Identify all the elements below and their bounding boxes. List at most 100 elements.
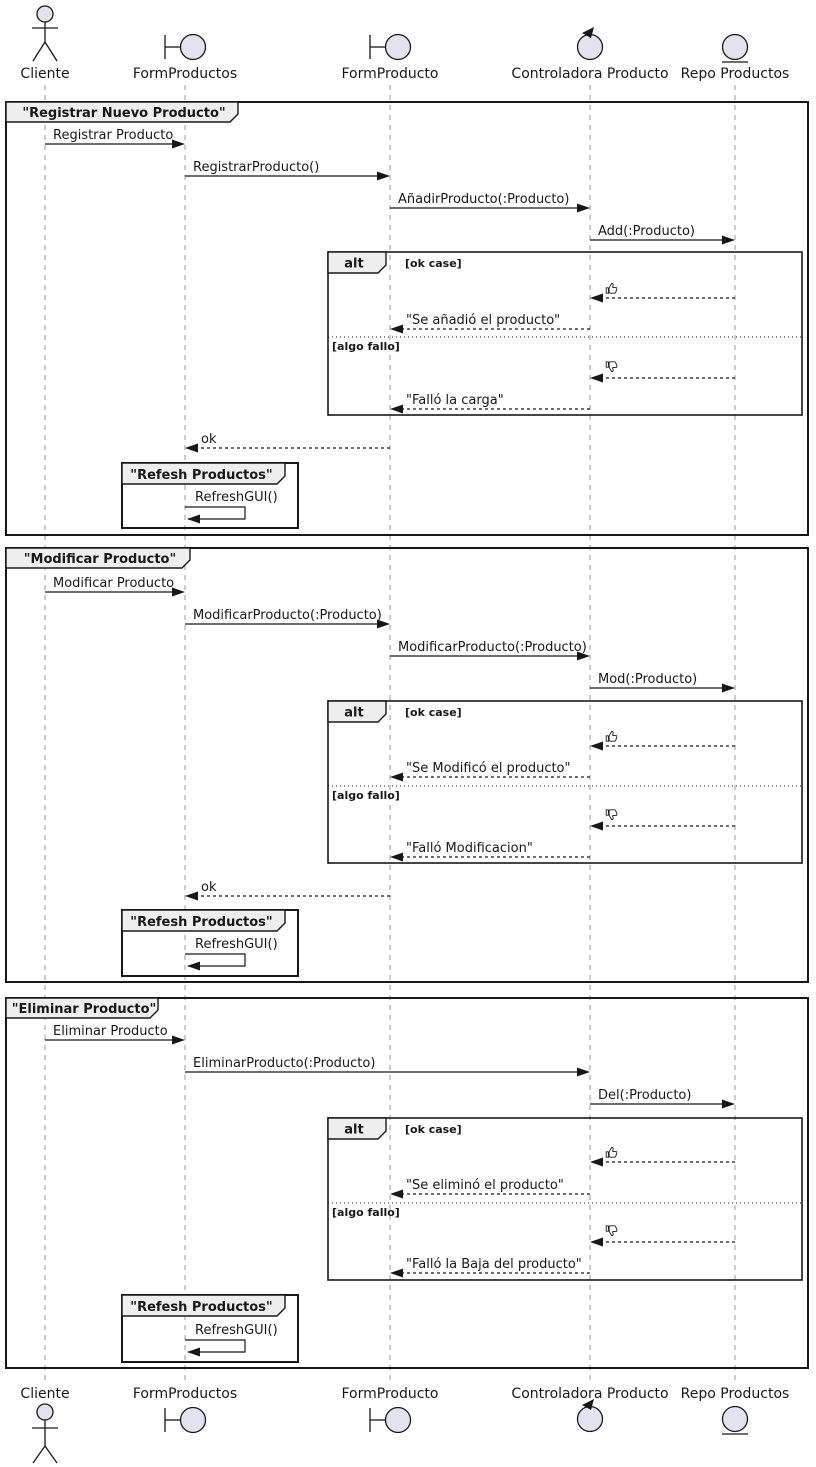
arrowhead-icon (390, 1268, 403, 1278)
thumbs-up-icon (605, 730, 618, 742)
group-frame-title: "Refesh Productos" (130, 915, 272, 930)
arrowhead-icon (172, 587, 185, 597)
arrowhead-icon (377, 619, 390, 629)
message: "Falló la carga" (390, 393, 590, 414)
message-label: "Se Modificó el producto" (406, 761, 571, 776)
arrowhead-icon (577, 651, 590, 661)
arrowhead-icon (390, 324, 403, 334)
thumbs-up-icon (605, 1146, 618, 1158)
message-label: ModificarProducto(:Producto) (398, 640, 587, 655)
message: Mod(:Producto) (590, 672, 735, 693)
group-frame-title: "Refesh Productos" (130, 1300, 272, 1315)
message: Del(:Producto) (590, 1088, 735, 1109)
message-label: AñadirProducto(:Producto) (398, 192, 569, 207)
thumbs-down-icon (605, 361, 618, 373)
participant-label: FormProductos (133, 66, 237, 82)
thumbs-up-icon (605, 282, 618, 294)
message: "Se Modificó el producto" (390, 761, 590, 782)
sequence-group-title: "Registrar Nuevo Producto" (22, 106, 225, 121)
alt-frame-border (327, 700, 803, 864)
message-label: ModificarProducto(:Producto) (193, 608, 382, 623)
sequence-group-title: "Eliminar Producto" (12, 1002, 157, 1017)
self-message: RefreshGUI() (185, 490, 278, 524)
alt-guard-ok: [ok case] (405, 257, 462, 270)
message-label: Add(:Producto) (598, 224, 695, 239)
sequence-group-border (5, 101, 809, 536)
message: Modificar Producto (45, 576, 185, 597)
alt-guard-ok: [ok case] (405, 1123, 462, 1136)
message: ModificarProducto(:Producto) (390, 640, 590, 661)
message-label: Del(:Producto) (598, 1088, 691, 1103)
alt-guard-fail: [algo fallo] (332, 1206, 400, 1219)
message: ok (185, 880, 390, 901)
arrowhead-icon (172, 139, 185, 149)
message-label: "Falló la Baja del producto" (406, 1257, 582, 1272)
actor-head (36, 1403, 54, 1421)
group-frame: "Refesh Productos" (121, 909, 299, 977)
participant-label: Cliente (20, 1386, 69, 1402)
actor-icon (32, 5, 58, 62)
alt-frame-tab (327, 1117, 387, 1140)
self-message-line (185, 953, 246, 967)
boundary-icon (369, 33, 412, 61)
message-label: "Falló Modificacion" (406, 841, 533, 856)
arrowhead-icon (172, 1035, 185, 1045)
message (590, 809, 735, 831)
participant-label: Cliente (20, 66, 69, 82)
arrowhead-icon (390, 1189, 403, 1199)
arrowhead-icon (577, 203, 590, 213)
message-label: "Se añadió el producto" (406, 313, 560, 328)
alt-guard-fail: [algo fallo] (332, 340, 400, 353)
control-icon (576, 27, 604, 61)
thumbs-down-icon (605, 809, 618, 821)
self-message-label: RefreshGUI() (195, 937, 278, 952)
message-label: "Falló la carga" (406, 393, 504, 408)
participant-label: FormProducto (342, 66, 439, 82)
arrowhead-icon (577, 1067, 590, 1077)
arrowhead-icon (187, 514, 200, 524)
alt-operator: alt (344, 706, 363, 721)
arrowhead-icon (590, 373, 603, 383)
message (590, 1225, 735, 1247)
participant-label: Controladora Producto (511, 1386, 668, 1402)
alt-frame-border (327, 251, 803, 416)
sequence-group-frame: "Eliminar Producto" (5, 997, 809, 1369)
group-frame: "Refesh Productos" (121, 1294, 299, 1363)
sequence-group-frame: "Modificar Producto" (5, 547, 809, 983)
sequence-group-border (5, 997, 809, 1369)
arrowhead-icon (187, 1347, 200, 1357)
self-message-label: RefreshGUI() (195, 490, 278, 505)
message: "Se eliminó el producto" (390, 1178, 590, 1199)
message (590, 730, 735, 751)
arrowhead-icon (377, 171, 390, 181)
alt-frame: alt[ok case][algo fallo] (327, 700, 803, 864)
sequence-group-title: "Modificar Producto" (24, 552, 177, 567)
group-frame: "Refesh Productos" (121, 462, 299, 529)
boundary-icon (164, 33, 207, 61)
arrowhead-icon (185, 443, 198, 453)
thumbs-down-icon (605, 1225, 618, 1237)
participant-label: Repo Productos (681, 1386, 790, 1402)
entity-icon (721, 33, 749, 63)
message: Eliminar Producto (45, 1024, 185, 1045)
alt-frame-tab (327, 700, 387, 723)
message: EliminarProducto(:Producto) (185, 1056, 590, 1077)
sequence-group-border (5, 547, 809, 983)
alt-frame: alt[ok case][algo fallo] (327, 251, 803, 416)
message: Registrar Producto (45, 128, 185, 149)
participant-label: Repo Productos (681, 66, 790, 82)
actor-icon (32, 1403, 58, 1464)
message: AñadirProducto(:Producto) (390, 192, 590, 213)
alt-guard-ok: [ok case] (405, 706, 462, 719)
participant-label: FormProducto (342, 1386, 439, 1402)
arrowhead-icon (590, 1157, 603, 1167)
self-message-line (185, 1339, 246, 1353)
actor-head (36, 5, 54, 23)
arrowhead-icon (722, 1099, 735, 1109)
arrowhead-icon (390, 852, 403, 862)
message-label: ok (201, 880, 217, 895)
participant-label: FormProductos (133, 1386, 237, 1402)
message-label: "Se eliminó el producto" (406, 1178, 564, 1193)
